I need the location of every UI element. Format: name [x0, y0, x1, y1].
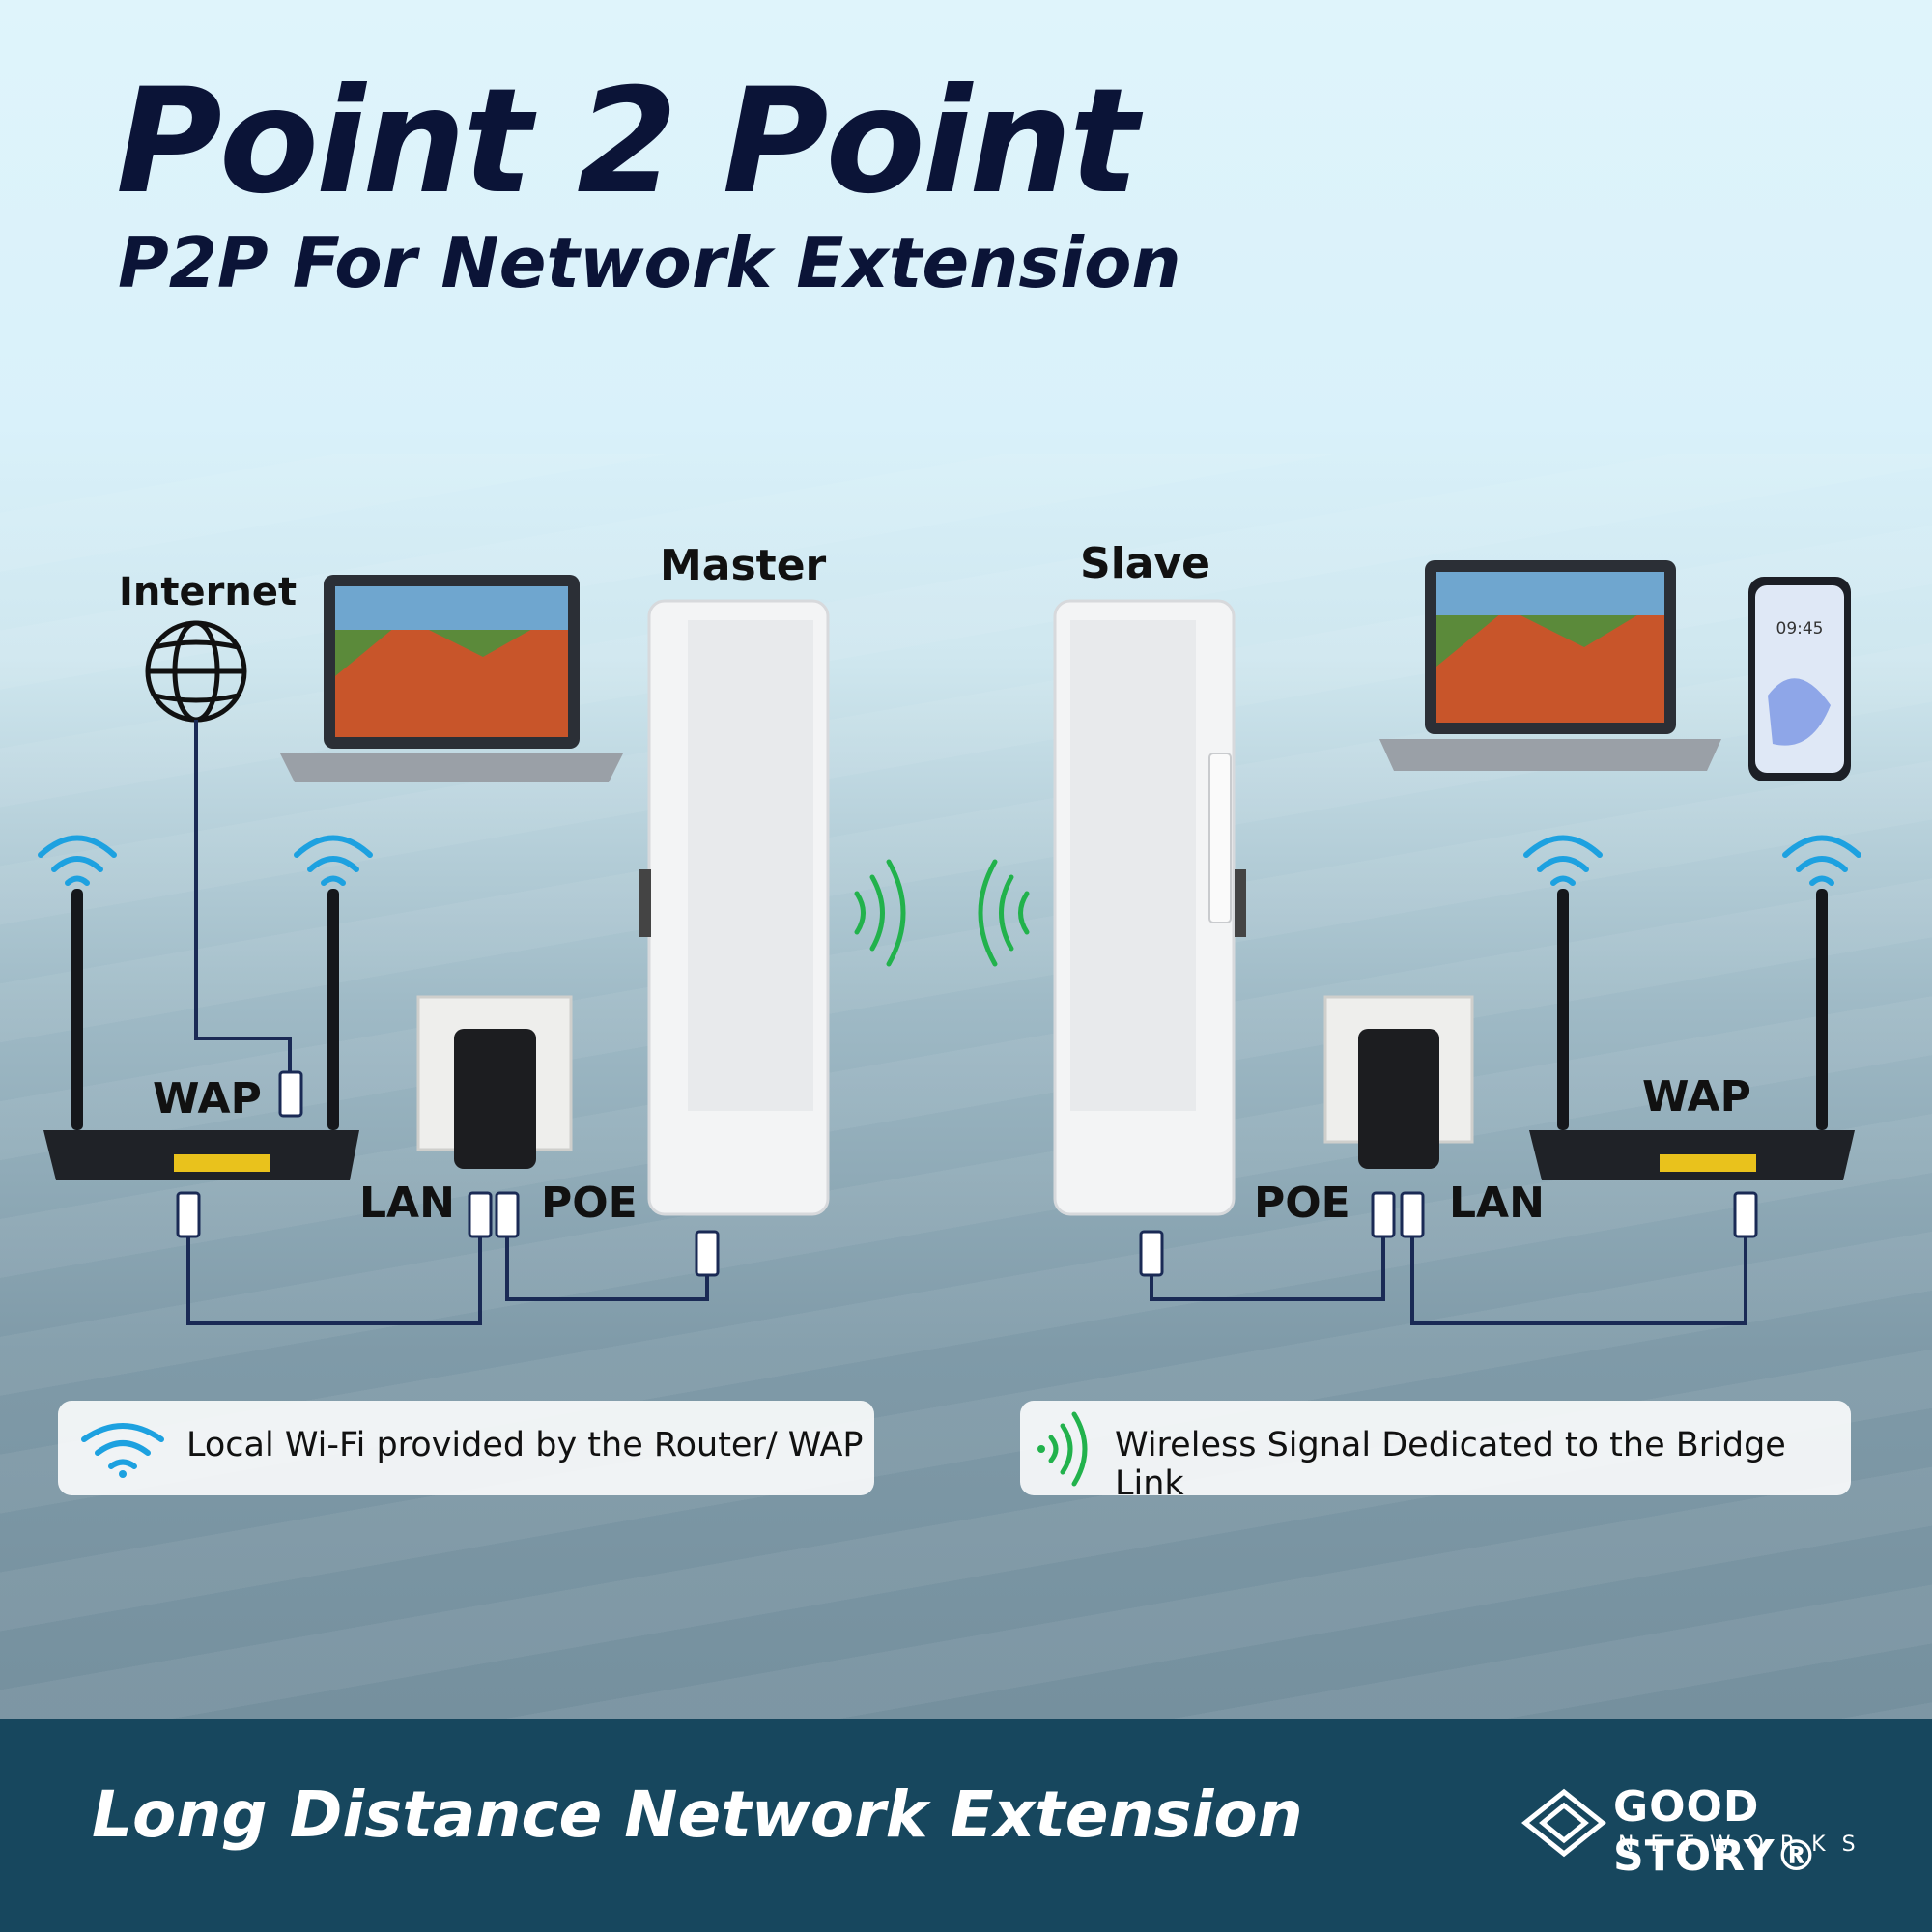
brand-subtitle: NETWORKS	[1618, 1833, 1872, 1857]
bridge-signal-icon	[1037, 1411, 1088, 1487]
smartphone	[1748, 577, 1851, 781]
master-label: Master	[660, 541, 827, 590]
internet-label: Internet	[119, 570, 298, 614]
page-subtitle: P2P For Network Extension	[118, 222, 1181, 303]
rj45-connector-icon	[176, 1191, 201, 1238]
legend-bridge: Wireless Signal Dedicated to the Bridge …	[1020, 1401, 1851, 1503]
legend-bridge-text: Wireless Signal Dedicated to the Bridge …	[1115, 1426, 1786, 1503]
wap-right-label: WAP	[1642, 1072, 1751, 1122]
laptop-left	[280, 575, 623, 782]
router-right	[1529, 889, 1855, 1180]
rj45-connector-icon	[695, 1230, 720, 1277]
rj45-connector-icon	[278, 1070, 303, 1118]
poe-right-label: POE	[1254, 1179, 1350, 1228]
laptop-right	[1379, 560, 1721, 771]
rj45-connector-icon	[1733, 1191, 1758, 1238]
footer-band	[0, 1719, 1932, 1932]
brand-logo: GOOD STORY® NETWORKS	[1521, 1782, 1898, 1881]
wifi-icon	[81, 1423, 164, 1478]
wifi-icon	[294, 835, 373, 886]
legend-wifi-text: Local Wi-Fi provided by the Router/ WAP	[186, 1426, 864, 1464]
phone-clock: 09:45	[1776, 619, 1824, 639]
wifi-icon	[38, 835, 117, 886]
globe-icon	[145, 620, 247, 723]
wap-left-label: WAP	[153, 1074, 262, 1123]
rj45-connector-icon	[1139, 1230, 1164, 1277]
rj45-connector-icon	[495, 1191, 520, 1238]
lan-left-label: LAN	[359, 1179, 455, 1228]
internet-cable	[194, 720, 292, 1072]
ethernet-cabling	[186, 1236, 1747, 1325]
wifi-icon	[1782, 835, 1861, 886]
rj45-connector-icon	[1400, 1191, 1425, 1238]
rj45-connector-icon	[1371, 1191, 1396, 1238]
poe-injector-right	[1323, 995, 1474, 1169]
cpe-master-device	[639, 599, 830, 1216]
rj45-connector-icon	[468, 1191, 493, 1238]
brand-mark-icon	[1521, 1788, 1606, 1858]
wifi-icon	[1523, 835, 1603, 886]
footer-tagline: Long Distance Network Extension	[92, 1777, 1303, 1852]
poe-injector-left	[416, 995, 573, 1169]
page-title: Point 2 Point	[116, 58, 1139, 226]
legend-wifi: Local Wi-Fi provided by the Router/ WAP	[58, 1401, 874, 1495]
poe-left-label: POE	[541, 1179, 638, 1228]
bridge-signal-icon	[978, 859, 1030, 967]
bridge-signal-icon	[854, 859, 906, 967]
router-left	[43, 889, 359, 1180]
slave-label: Slave	[1080, 539, 1210, 588]
brand-name: GOOD STORY®	[1613, 1782, 1819, 1881]
cpe-slave-device	[1053, 599, 1246, 1216]
lan-right-label: LAN	[1449, 1179, 1545, 1228]
